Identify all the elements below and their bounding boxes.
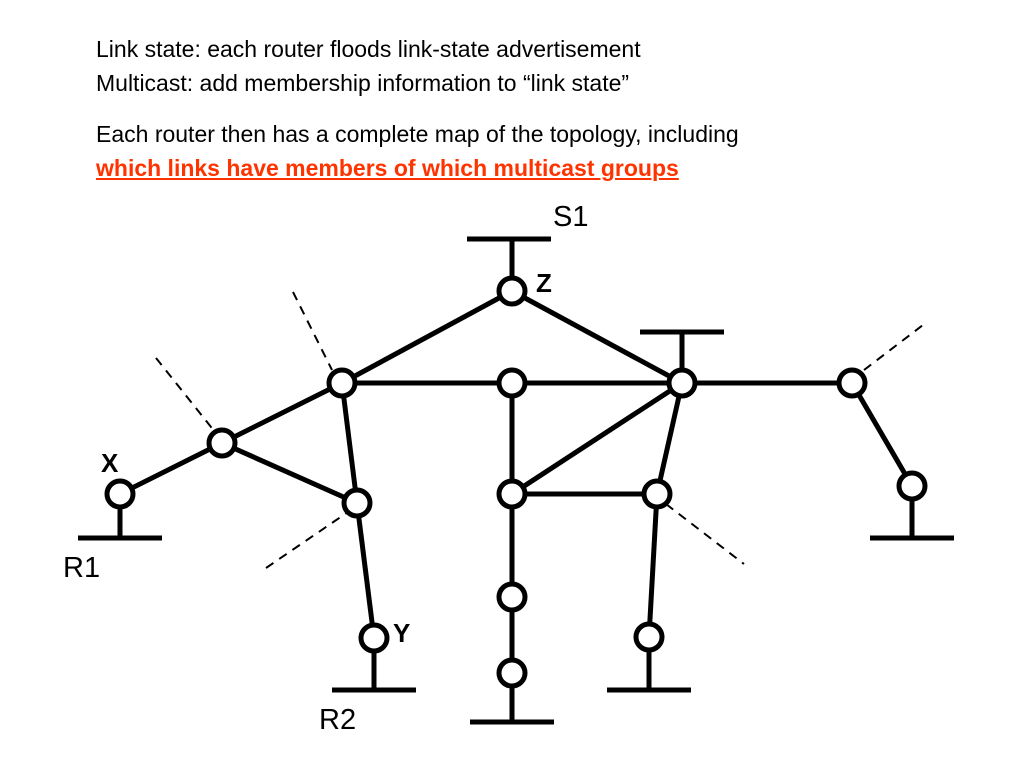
router: [326, 367, 358, 399]
link: [510, 288, 684, 386]
link: [340, 288, 514, 386]
dashed-line: [292, 291, 333, 371]
links: [117, 239, 915, 722]
router: [496, 478, 528, 510]
link: [118, 440, 224, 497]
router: [206, 427, 238, 459]
text-line-link-state: Link state: each router floods link-stat…: [96, 36, 641, 62]
link: [646, 493, 660, 638]
router: [496, 657, 528, 689]
router-x: [104, 478, 136, 510]
label-y: Y: [393, 618, 410, 648]
router: [633, 621, 665, 653]
router-z: [496, 275, 528, 307]
label-x: X: [101, 448, 119, 478]
router: [496, 581, 528, 613]
router: [341, 487, 373, 519]
router: [666, 367, 698, 399]
router: [896, 470, 928, 502]
link: [339, 382, 360, 504]
link: [654, 382, 685, 495]
link: [354, 502, 377, 639]
dashed-line: [863, 324, 924, 371]
router: [641, 478, 673, 510]
dashed-line: [665, 503, 745, 565]
link: [220, 440, 359, 506]
label-s1: S1: [553, 201, 588, 233]
label-r1: R1: [63, 552, 100, 584]
intro-text: Link state: each router floods link-stat…: [96, 32, 641, 100]
link: [220, 380, 344, 446]
text-line-highlight: which links have members of which multic…: [96, 155, 679, 181]
label-z: Z: [536, 268, 552, 298]
routers: [104, 275, 928, 689]
dashed-line: [265, 511, 349, 569]
router-y: [358, 622, 390, 654]
link: [849, 381, 915, 488]
dashed-lines: [155, 291, 924, 569]
lan-bars: [78, 236, 954, 725]
dashed-line: [155, 357, 216, 433]
text-line-multicast: Multicast: add membership information to…: [96, 70, 630, 96]
router: [836, 367, 868, 399]
link: [510, 380, 684, 497]
text-line-topology-map: Each router then has a complete map of t…: [96, 121, 739, 147]
topology-text: Each router then has a complete map of t…: [96, 117, 739, 185]
router: [496, 367, 528, 399]
label-r2: R2: [319, 704, 356, 736]
